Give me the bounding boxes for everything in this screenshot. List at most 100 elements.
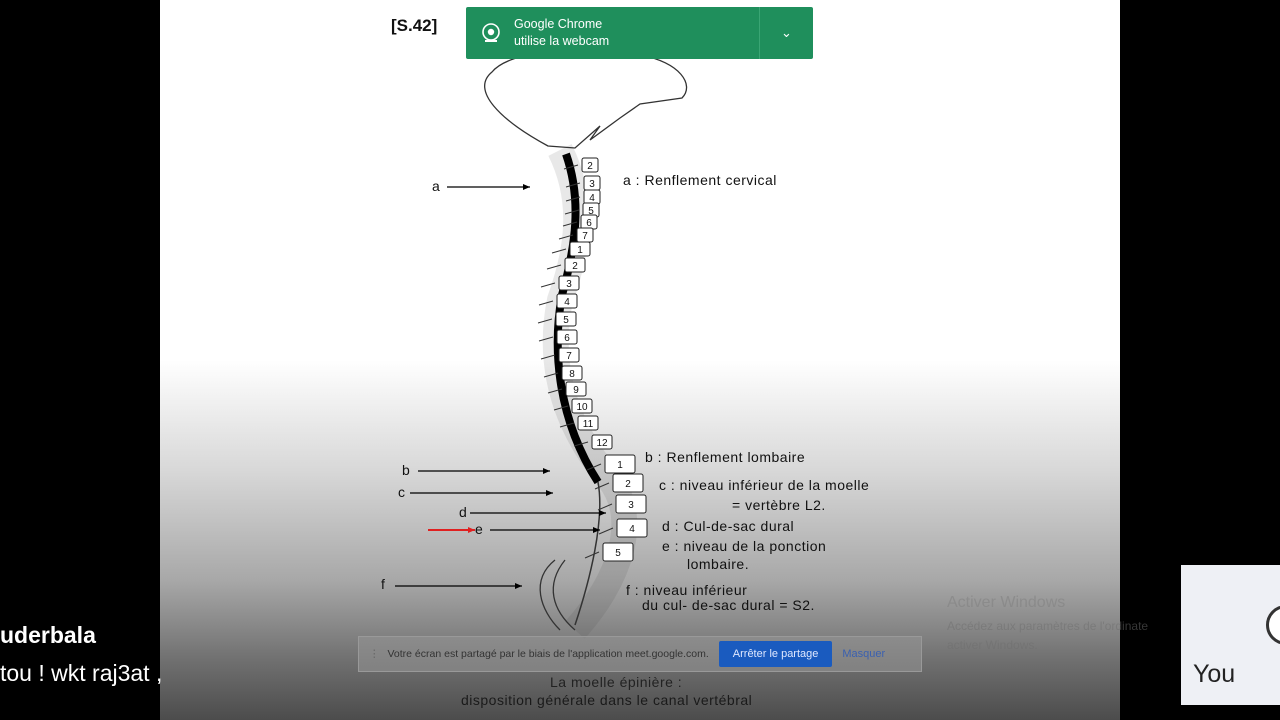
vertebra-number: 1: [577, 245, 583, 256]
vertebra-number: 6: [564, 333, 570, 344]
vertebra-number: 8: [569, 369, 575, 380]
activate-windows-title: Activer Windows: [947, 594, 1066, 611]
label-e-cont: lombaire.: [687, 556, 750, 572]
spinous-process: [584, 551, 600, 559]
label-f: f : niveau inférieur: [626, 582, 748, 598]
vertebra-body: [558, 347, 580, 363]
self-name: You: [1193, 660, 1236, 688]
vertebra-number: 2: [572, 261, 578, 272]
spinous-process: [597, 503, 613, 511]
vertebra-number: 4: [589, 193, 595, 204]
label-e: e : niveau de la ponction: [662, 538, 827, 554]
vertebra-number: 7: [582, 231, 588, 242]
spinous-process: [594, 482, 610, 490]
pointer-letter-a: a: [432, 178, 441, 194]
chat-message: tou ! wkt raj3at ,: [0, 660, 163, 686]
spinous-process: [564, 209, 580, 215]
vertebra-number: 9: [573, 385, 579, 396]
spinous-process: [563, 164, 579, 170]
chat-sender-name: uderbala: [0, 622, 96, 648]
label-f-cont: du cul- de-sac dural = S2.: [642, 597, 815, 613]
spinous-process: [573, 441, 589, 447]
vertebra-body: [555, 311, 577, 327]
spinous-process: [546, 264, 562, 270]
vertebra-body: [616, 518, 648, 538]
vertebra-number: 3: [628, 500, 634, 511]
caption-title: La moelle épinière :: [550, 674, 683, 690]
spinous-process: [558, 234, 574, 240]
hide-button[interactable]: Masquer: [842, 648, 886, 660]
vertebra-number: 4: [629, 524, 635, 535]
vertebra-number: 5: [588, 206, 594, 217]
slide-number: [S.42]: [391, 16, 438, 35]
spinous-process: [547, 388, 563, 394]
label-c-cont: = vertèbre L2.: [732, 497, 826, 513]
self-video-tile[interactable]: You: [1181, 565, 1280, 705]
arrowhead-icon: [593, 527, 600, 533]
arrowhead-icon: [599, 510, 606, 516]
spinous-process: [538, 336, 554, 342]
arrowhead-icon: [523, 184, 530, 190]
vertebra-number: 2: [625, 479, 631, 490]
vertebra-body: [564, 257, 586, 273]
share-message: Votre écran est partagé par le biais de …: [387, 648, 709, 660]
notification-subtitle: utilise la webcam: [514, 34, 610, 48]
activate-windows-line2: activer Windows.: [947, 638, 1038, 652]
vertebra-body: [577, 415, 599, 431]
pointer-letter-d: d: [459, 504, 468, 520]
spinous-process: [565, 196, 581, 202]
vertebra-body: [556, 329, 578, 345]
spinous-process: [559, 422, 575, 428]
vertebra-number: 3: [589, 179, 595, 190]
skull-outline: [484, 49, 688, 149]
arrowhead-icon: [543, 468, 550, 474]
arrowhead-icon: [515, 583, 522, 589]
chevron-down-icon[interactable]: ⌄: [759, 7, 813, 59]
drag-handle-icon[interactable]: ⋮: [369, 648, 380, 660]
pointer-letter-b: b: [402, 462, 411, 478]
spinous-process: [562, 221, 578, 227]
label-c: c : niveau inférieur de la moelle: [659, 477, 870, 493]
vertebra-body: [604, 454, 636, 474]
vertebra-body: [556, 293, 578, 309]
vertebra-number: 2: [587, 161, 593, 172]
vertebra-number: 1: [617, 460, 623, 471]
cauda-equina: [574, 481, 601, 626]
vertebra-body: [561, 365, 583, 381]
spinous-process: [538, 300, 554, 306]
pointer-letter-c: c: [398, 484, 406, 500]
label-b: b : Renflement lombaire: [645, 449, 806, 465]
label-d: d : Cul-de-sac dural: [662, 518, 795, 534]
vertebra-body: [602, 542, 634, 562]
spinous-process: [540, 282, 556, 288]
vertebra-number: 3: [566, 279, 572, 290]
spinous-process: [553, 405, 569, 411]
spinous-process: [586, 463, 602, 471]
sacrum-outline: [539, 559, 576, 631]
spinous-process: [537, 318, 553, 324]
screen-share-bar: ⋮ Votre écran est partagé par le biais d…: [358, 636, 922, 672]
vertebra-number: 5: [615, 548, 621, 559]
vertebra-number: 4: [564, 297, 570, 308]
notification-title: Google Chrome: [514, 17, 603, 31]
vertebra-number: 6: [586, 218, 592, 229]
vertebra-body: [612, 473, 644, 493]
caption-subtitle: disposition générale dans le canal verté…: [461, 692, 753, 708]
vertebra-body: [591, 434, 613, 450]
pointer-letter-f: f: [381, 576, 386, 592]
vertebra-body: [571, 398, 593, 414]
label-a: a : Renflement cervical: [623, 172, 777, 188]
avatar: [1266, 605, 1280, 645]
vertebra-body: [615, 494, 647, 514]
activate-windows-line1: Accédez aux paramètres de l'ordinate: [947, 619, 1149, 633]
pointer-letter-e: e: [475, 521, 484, 537]
vertebra-number: 10: [576, 402, 588, 413]
vertebra-body: [558, 275, 580, 291]
vertebra-number: 7: [566, 351, 572, 362]
chrome-webcam-notification[interactable]: Google Chrome utilise la webcam ⌄: [466, 7, 813, 59]
stop-sharing-button[interactable]: Arrêter le partage: [718, 641, 833, 667]
spinous-process: [540, 354, 556, 360]
spinous-process: [551, 248, 567, 254]
